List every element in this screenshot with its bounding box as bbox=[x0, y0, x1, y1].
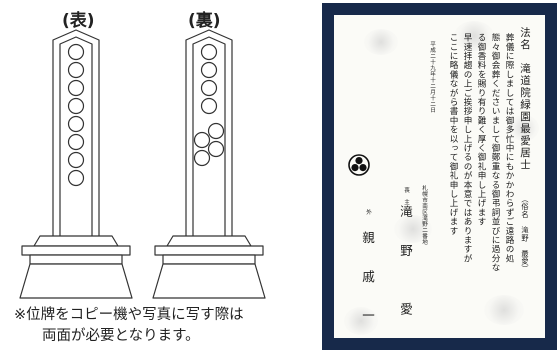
paper-blot bbox=[394, 215, 432, 243]
card-date: 平成二十九年十二月十二日 bbox=[429, 41, 435, 113]
back-base-plate bbox=[154, 245, 264, 256]
family-crest-icon bbox=[348, 154, 370, 176]
front-circle-4 bbox=[67, 97, 85, 115]
card-secular-name: （俗名 滝野 最愛） bbox=[521, 195, 530, 273]
copy-note-line-1: ※位牌をコピー機や写真に写す際は bbox=[14, 307, 244, 323]
memorial-card-paper: 法名 滝道院緑園最愛居士 （俗名 滝野 最愛） 葬儀に際しましては御多忙中にもか… bbox=[334, 15, 545, 338]
card-others-label: 外 bbox=[365, 209, 371, 215]
back-circle-1 bbox=[200, 43, 218, 61]
card-body-line-1: 葬儀に際しましては御多忙中にもかかわらずご遠路の処 bbox=[504, 33, 514, 263]
paper-blot bbox=[344, 307, 378, 335]
card-title: 法名 滝道院緑園最愛居士 bbox=[519, 27, 531, 171]
card-body-line-2: 態々御会葬くださいまして御鄭重なる御弔詞並びに過分な bbox=[490, 33, 500, 273]
ihai-front bbox=[19, 29, 133, 299]
back-circle-4 bbox=[200, 97, 218, 115]
card-address: 札幌市南区滝野二番地 bbox=[421, 185, 427, 245]
back-base-cap bbox=[166, 235, 252, 247]
back-circle-7 bbox=[193, 131, 211, 149]
card-chief-mourner-label: 喪 主 bbox=[403, 187, 409, 205]
back-base-neck bbox=[162, 254, 256, 265]
paper-blot bbox=[509, 115, 539, 141]
back-circle-3 bbox=[200, 79, 218, 97]
back-base-foot bbox=[152, 263, 266, 299]
ihai-diagram bbox=[19, 29, 266, 299]
ihai-back bbox=[152, 29, 266, 299]
front-circle-8 bbox=[67, 169, 85, 187]
card-body-line-4: 早速拝趨の上ご挨拶申し上げるのが本意ではありますが bbox=[462, 33, 472, 263]
back-circle-5 bbox=[207, 122, 225, 140]
card-relatives: 親 戚 一 同 bbox=[360, 231, 375, 338]
paper-blot bbox=[454, 21, 494, 51]
front-circle-7 bbox=[67, 151, 85, 169]
back-tablet-band bbox=[192, 36, 226, 251]
card-chief-mourner-name: 滝 野 愛 bbox=[398, 205, 413, 322]
front-circle-2 bbox=[67, 61, 85, 79]
front-base-foot bbox=[19, 263, 133, 299]
front-base-plate bbox=[21, 245, 131, 256]
paper-blot bbox=[484, 295, 524, 325]
front-circle-6 bbox=[67, 133, 85, 151]
memorial-card: 法名 滝道院緑園最愛居士 （俗名 滝野 最愛） 葬儀に際しましては御多忙中にもか… bbox=[322, 3, 557, 350]
card-body-line-5: ここに略儀ながら書中を以って御礼申し上げます bbox=[448, 33, 458, 236]
card-body-line-3: る御香料を賜り有り難く厚く御礼申し上げます bbox=[476, 33, 486, 227]
front-tablet-band bbox=[59, 36, 93, 251]
front-base-neck bbox=[29, 254, 123, 265]
front-circle-3 bbox=[67, 79, 85, 97]
back-circle-8 bbox=[193, 149, 211, 167]
copy-note-line-2: 両面が必要となります。 bbox=[42, 328, 200, 344]
front-base-cap bbox=[33, 235, 119, 247]
front-circle-5 bbox=[67, 115, 85, 133]
front-circle-1 bbox=[67, 43, 85, 61]
label-back: (裏) bbox=[188, 11, 221, 31]
label-front: (表) bbox=[62, 11, 95, 31]
back-circle-2 bbox=[200, 61, 218, 79]
back-circle-6 bbox=[207, 140, 225, 158]
paper-blot bbox=[364, 29, 398, 55]
